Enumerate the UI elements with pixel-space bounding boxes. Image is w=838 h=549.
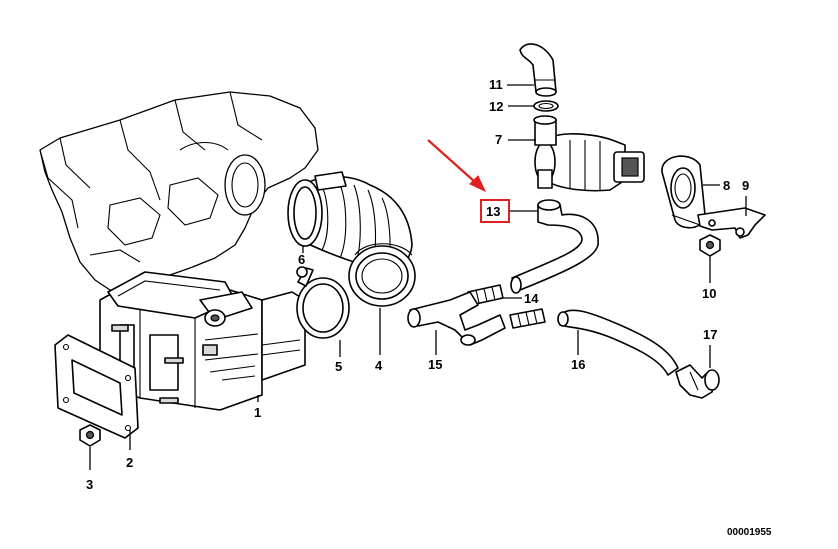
- nut-3: [79, 424, 101, 447]
- callout-6: 6: [298, 252, 305, 267]
- callout-1: 1: [254, 405, 261, 420]
- elbow-17: [675, 364, 720, 399]
- callout-9: 9: [742, 178, 749, 193]
- callout-10: 10: [702, 286, 716, 301]
- callout-17: 17: [703, 327, 717, 342]
- t-piece-hose-15: [407, 291, 506, 346]
- document-number: 00001955: [727, 527, 772, 538]
- intake-hose-4: [348, 243, 416, 307]
- o-ring-12: [533, 100, 559, 112]
- callout-16: 16: [571, 357, 585, 372]
- callout-15: 15: [428, 357, 442, 372]
- leader-lines: [89, 84, 747, 470]
- callout-3: 3: [86, 477, 93, 492]
- hose-clamp-5: [296, 266, 350, 339]
- gasket: [54, 334, 139, 439]
- hose-16: [557, 309, 679, 376]
- callout-11: 11: [489, 77, 503, 92]
- elbow-hose-11: [519, 43, 557, 97]
- callout-8: 8: [723, 178, 730, 193]
- rubber-boot-6: [287, 171, 413, 270]
- bracket-9: [697, 207, 766, 239]
- callout-4: 4: [375, 358, 383, 373]
- callout-12: 12: [489, 99, 503, 114]
- air-flow-meter: [99, 271, 306, 411]
- idle-valve-7: [533, 115, 645, 192]
- hose-13: [510, 199, 599, 294]
- callout-highlight-box: [480, 199, 510, 223]
- callout-14: 14: [524, 291, 539, 306]
- pointer-arrow: [427, 139, 487, 193]
- nut-10: [699, 234, 721, 257]
- callout-13: 13: [486, 204, 500, 219]
- callout-7: 7: [495, 132, 502, 147]
- bracket-ring-8: [661, 155, 706, 229]
- callout-2: 2: [126, 455, 133, 470]
- callout-labels: 1 2 3 4 5 6 7 8 9 10 11 12 13 14 15 16 1…: [86, 77, 749, 492]
- callout-5: 5: [335, 359, 342, 374]
- intake-manifold: [39, 91, 319, 293]
